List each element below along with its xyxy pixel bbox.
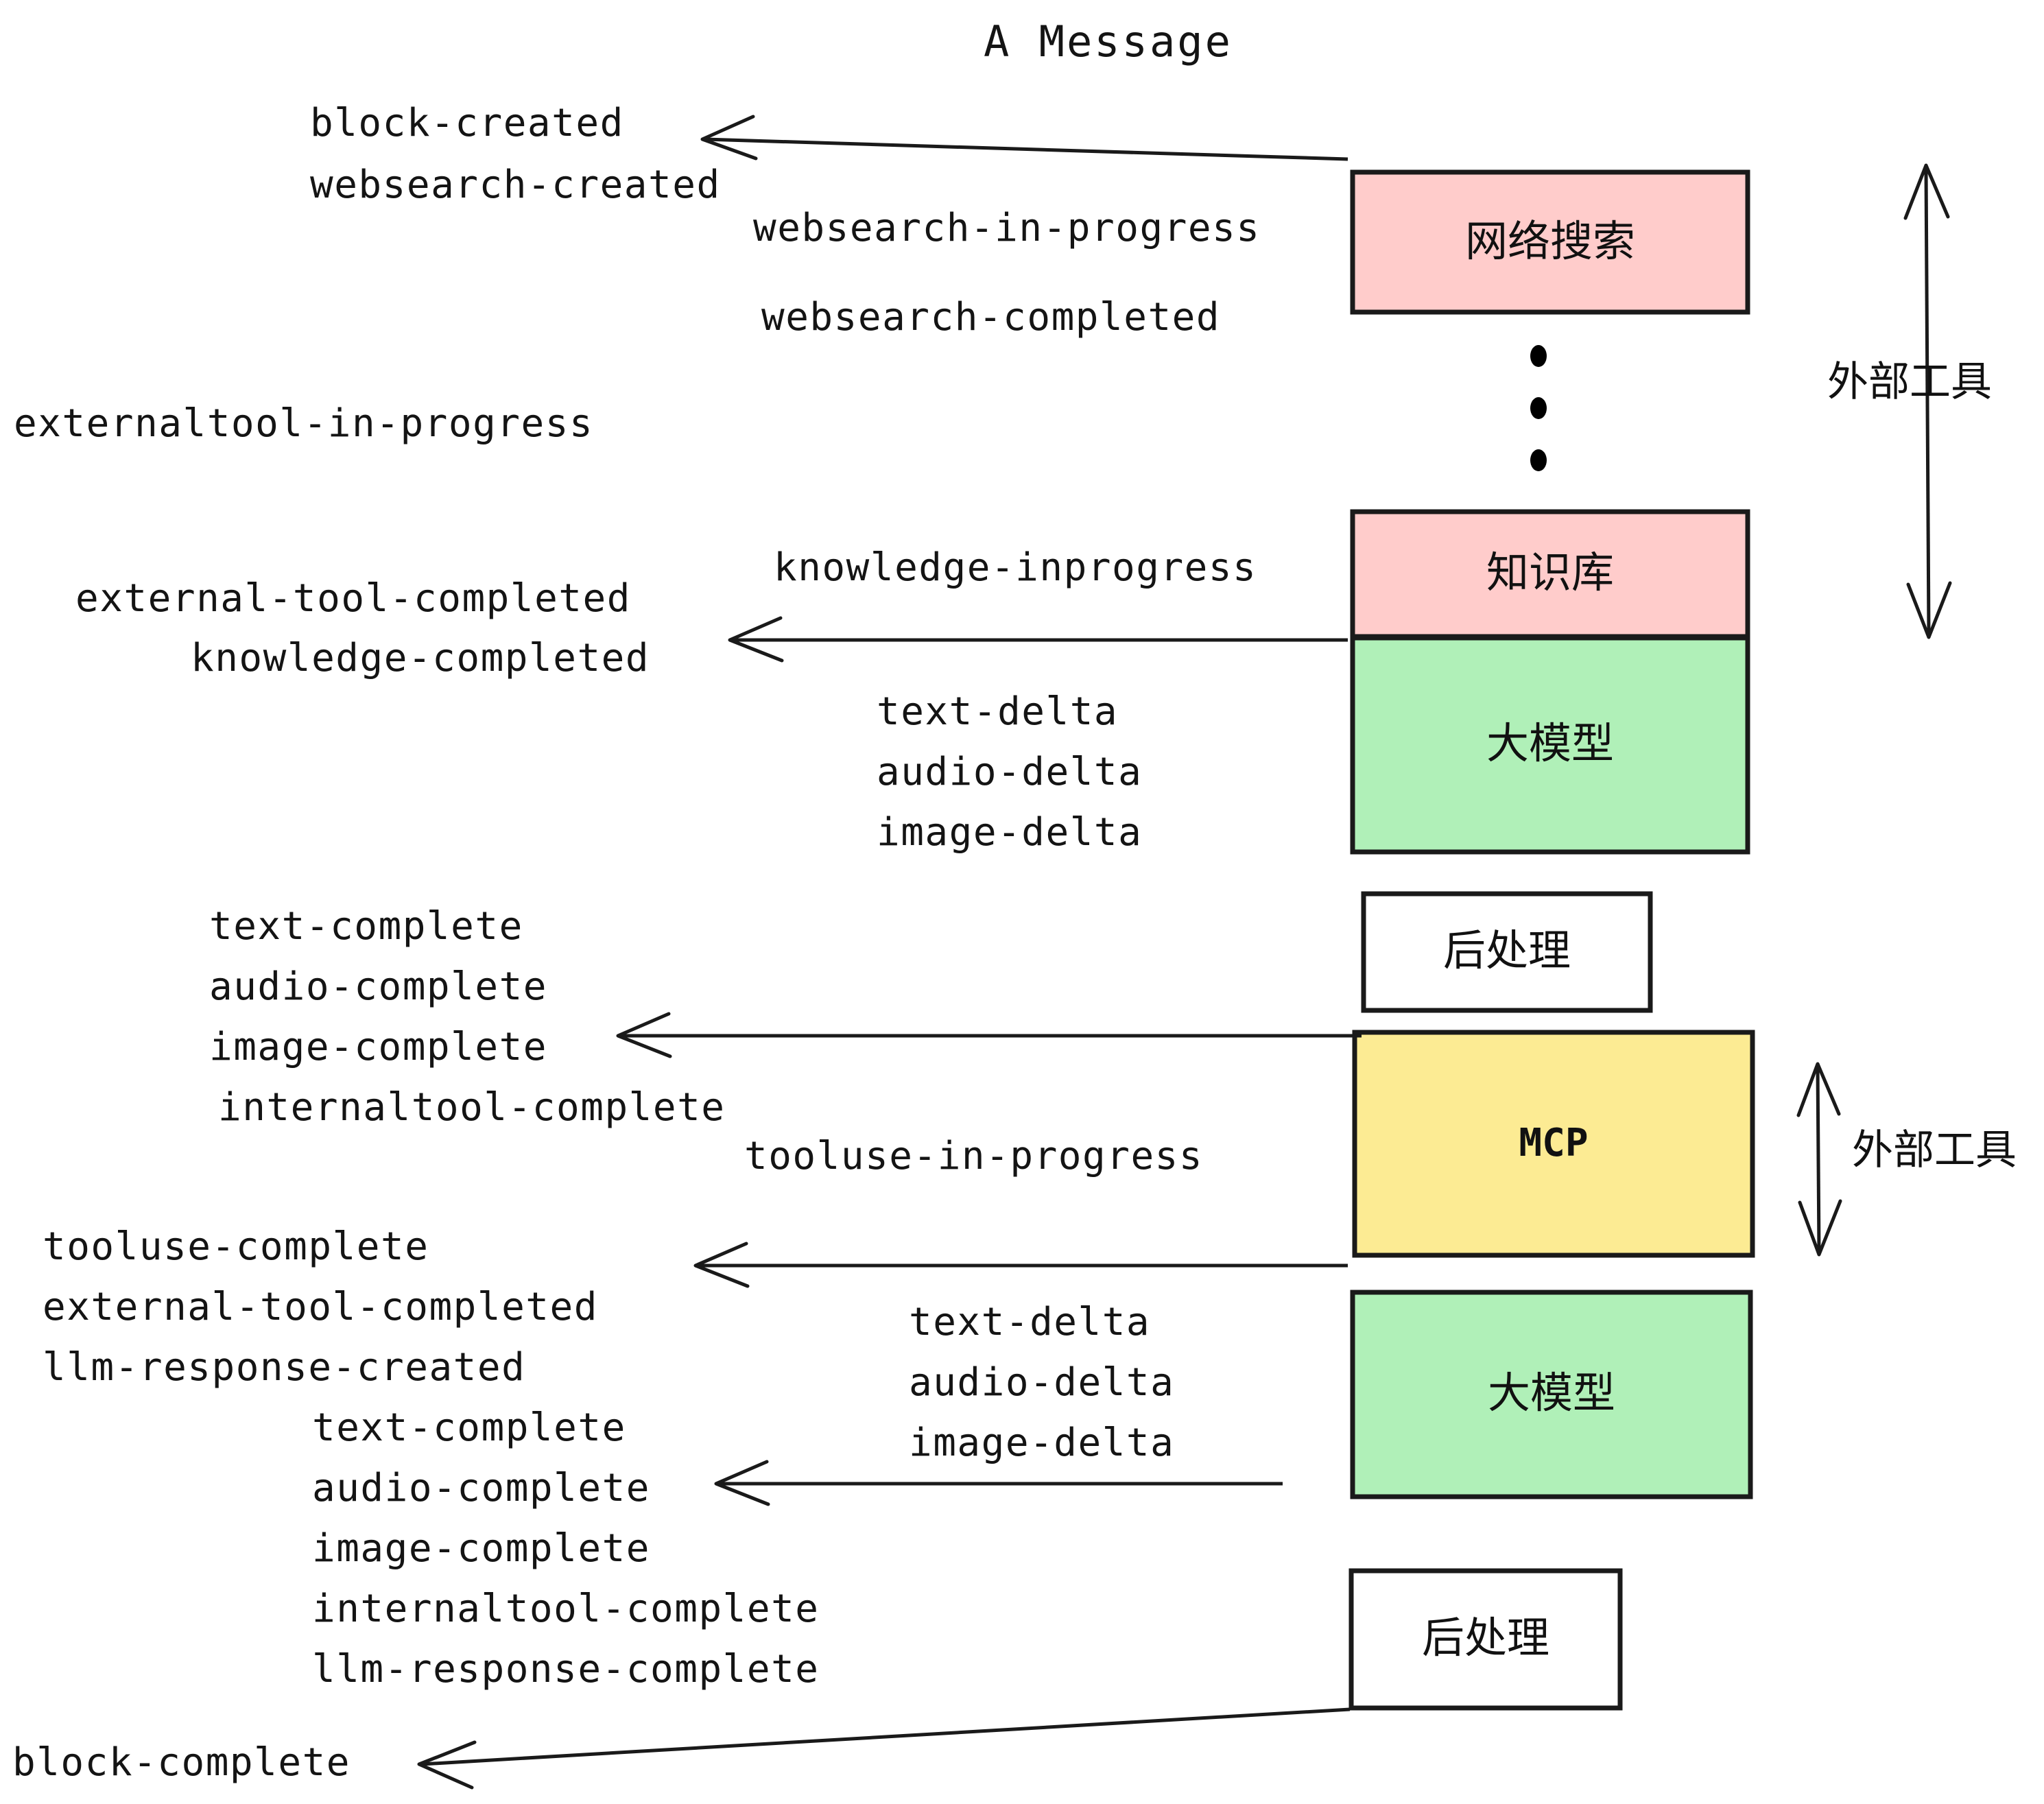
event-externaltool-in-progress: externaltool-in-progress [14, 401, 594, 446]
event-image-complete-1: image-complete [209, 1025, 548, 1069]
arrow-websearch-to-block-created [700, 115, 1348, 161]
event-audio-complete-1: audio-complete [209, 964, 548, 1009]
event-audio-delta-1: audio-delta [877, 750, 1143, 794]
event-websearch-in-progress: websearch-in-progress [753, 206, 1261, 250]
arrow-llm-to-audio-complete [714, 1460, 1283, 1506]
box-label-post-upper: 后处理 [1443, 925, 1571, 975]
arrow-post-to-image-complete [616, 1012, 1362, 1058]
page-title: A Message [984, 16, 1233, 67]
event-image-delta-1: image-delta [877, 810, 1143, 855]
event-knowledge-completed: knowledge-completed [191, 636, 650, 680]
event-websearch-completed: websearch-completed [761, 295, 1221, 340]
box-label-post-lower: 后处理 [1422, 1613, 1549, 1663]
event-text-delta-1: text-delta [877, 689, 1119, 734]
box-label-mcp: MCP [1519, 1121, 1588, 1165]
box-label-knowledge: 知识库 [1486, 547, 1614, 597]
event-image-complete-2: image-complete [312, 1526, 651, 1571]
event-text-complete-2: text-complete [312, 1405, 626, 1450]
event-llm-response-created: llm-response-created [43, 1345, 526, 1390]
event-llm-response-complete: llm-response-complete [312, 1647, 820, 1692]
event-text-complete-1: text-complete [209, 904, 523, 949]
arrow-knowledge-to-knowledge-completed [728, 616, 1348, 663]
arrow-external-tools-lower [1796, 1062, 1842, 1257]
event-tooluse-complete: tooluse-complete [43, 1224, 429, 1269]
event-knowledge-inprogress: knowledge-inprogress [774, 545, 1257, 590]
box-websearch [1350, 169, 1750, 315]
arrow-external-tools-upper [1903, 163, 1952, 639]
event-tooluse-in-progress: tooluse-in-progress [744, 1134, 1204, 1178]
box-label-llm-lower: 大模型 [1488, 1368, 1615, 1418]
event-text-delta-2: text-delta [909, 1300, 1151, 1344]
event-audio-complete-2: audio-complete [312, 1466, 651, 1510]
box-llm-upper [1350, 635, 1750, 855]
box-llm-lower [1350, 1290, 1753, 1499]
event-internaltool-complete-2: internaltool-complete [312, 1587, 820, 1631]
event-audio-delta-2: audio-delta [909, 1360, 1175, 1405]
box-post-upper [1361, 891, 1653, 1013]
event-websearch-created: websearch-created [310, 163, 721, 207]
event-external-tool-completed-2: external-tool-completed [43, 1285, 598, 1329]
arrow-mcp-to-tooluse-complete [693, 1242, 1348, 1288]
box-post-lower [1348, 1568, 1623, 1711]
side-label-external-tools-upper: 外部工具 [1827, 358, 1992, 406]
event-block-complete: block-complete [12, 1740, 351, 1785]
box-label-llm-upper: 大模型 [1486, 718, 1614, 768]
box-knowledge [1350, 509, 1750, 639]
side-label-external-tools-lower: 外部工具 [1852, 1126, 2017, 1174]
box-label-websearch: 网络搜索 [1465, 216, 1635, 266]
event-external-tool-completed-1: external-tool-completed [75, 576, 631, 621]
event-block-created: block-created [310, 101, 624, 145]
vertical-ellipsis [1530, 345, 1547, 471]
event-internaltool-complete-1: internaltool-complete [218, 1085, 726, 1130]
arrow-post-to-block-complete [417, 1707, 1351, 1790]
event-image-delta-2: image-delta [909, 1421, 1175, 1465]
box-mcp [1352, 1030, 1755, 1258]
